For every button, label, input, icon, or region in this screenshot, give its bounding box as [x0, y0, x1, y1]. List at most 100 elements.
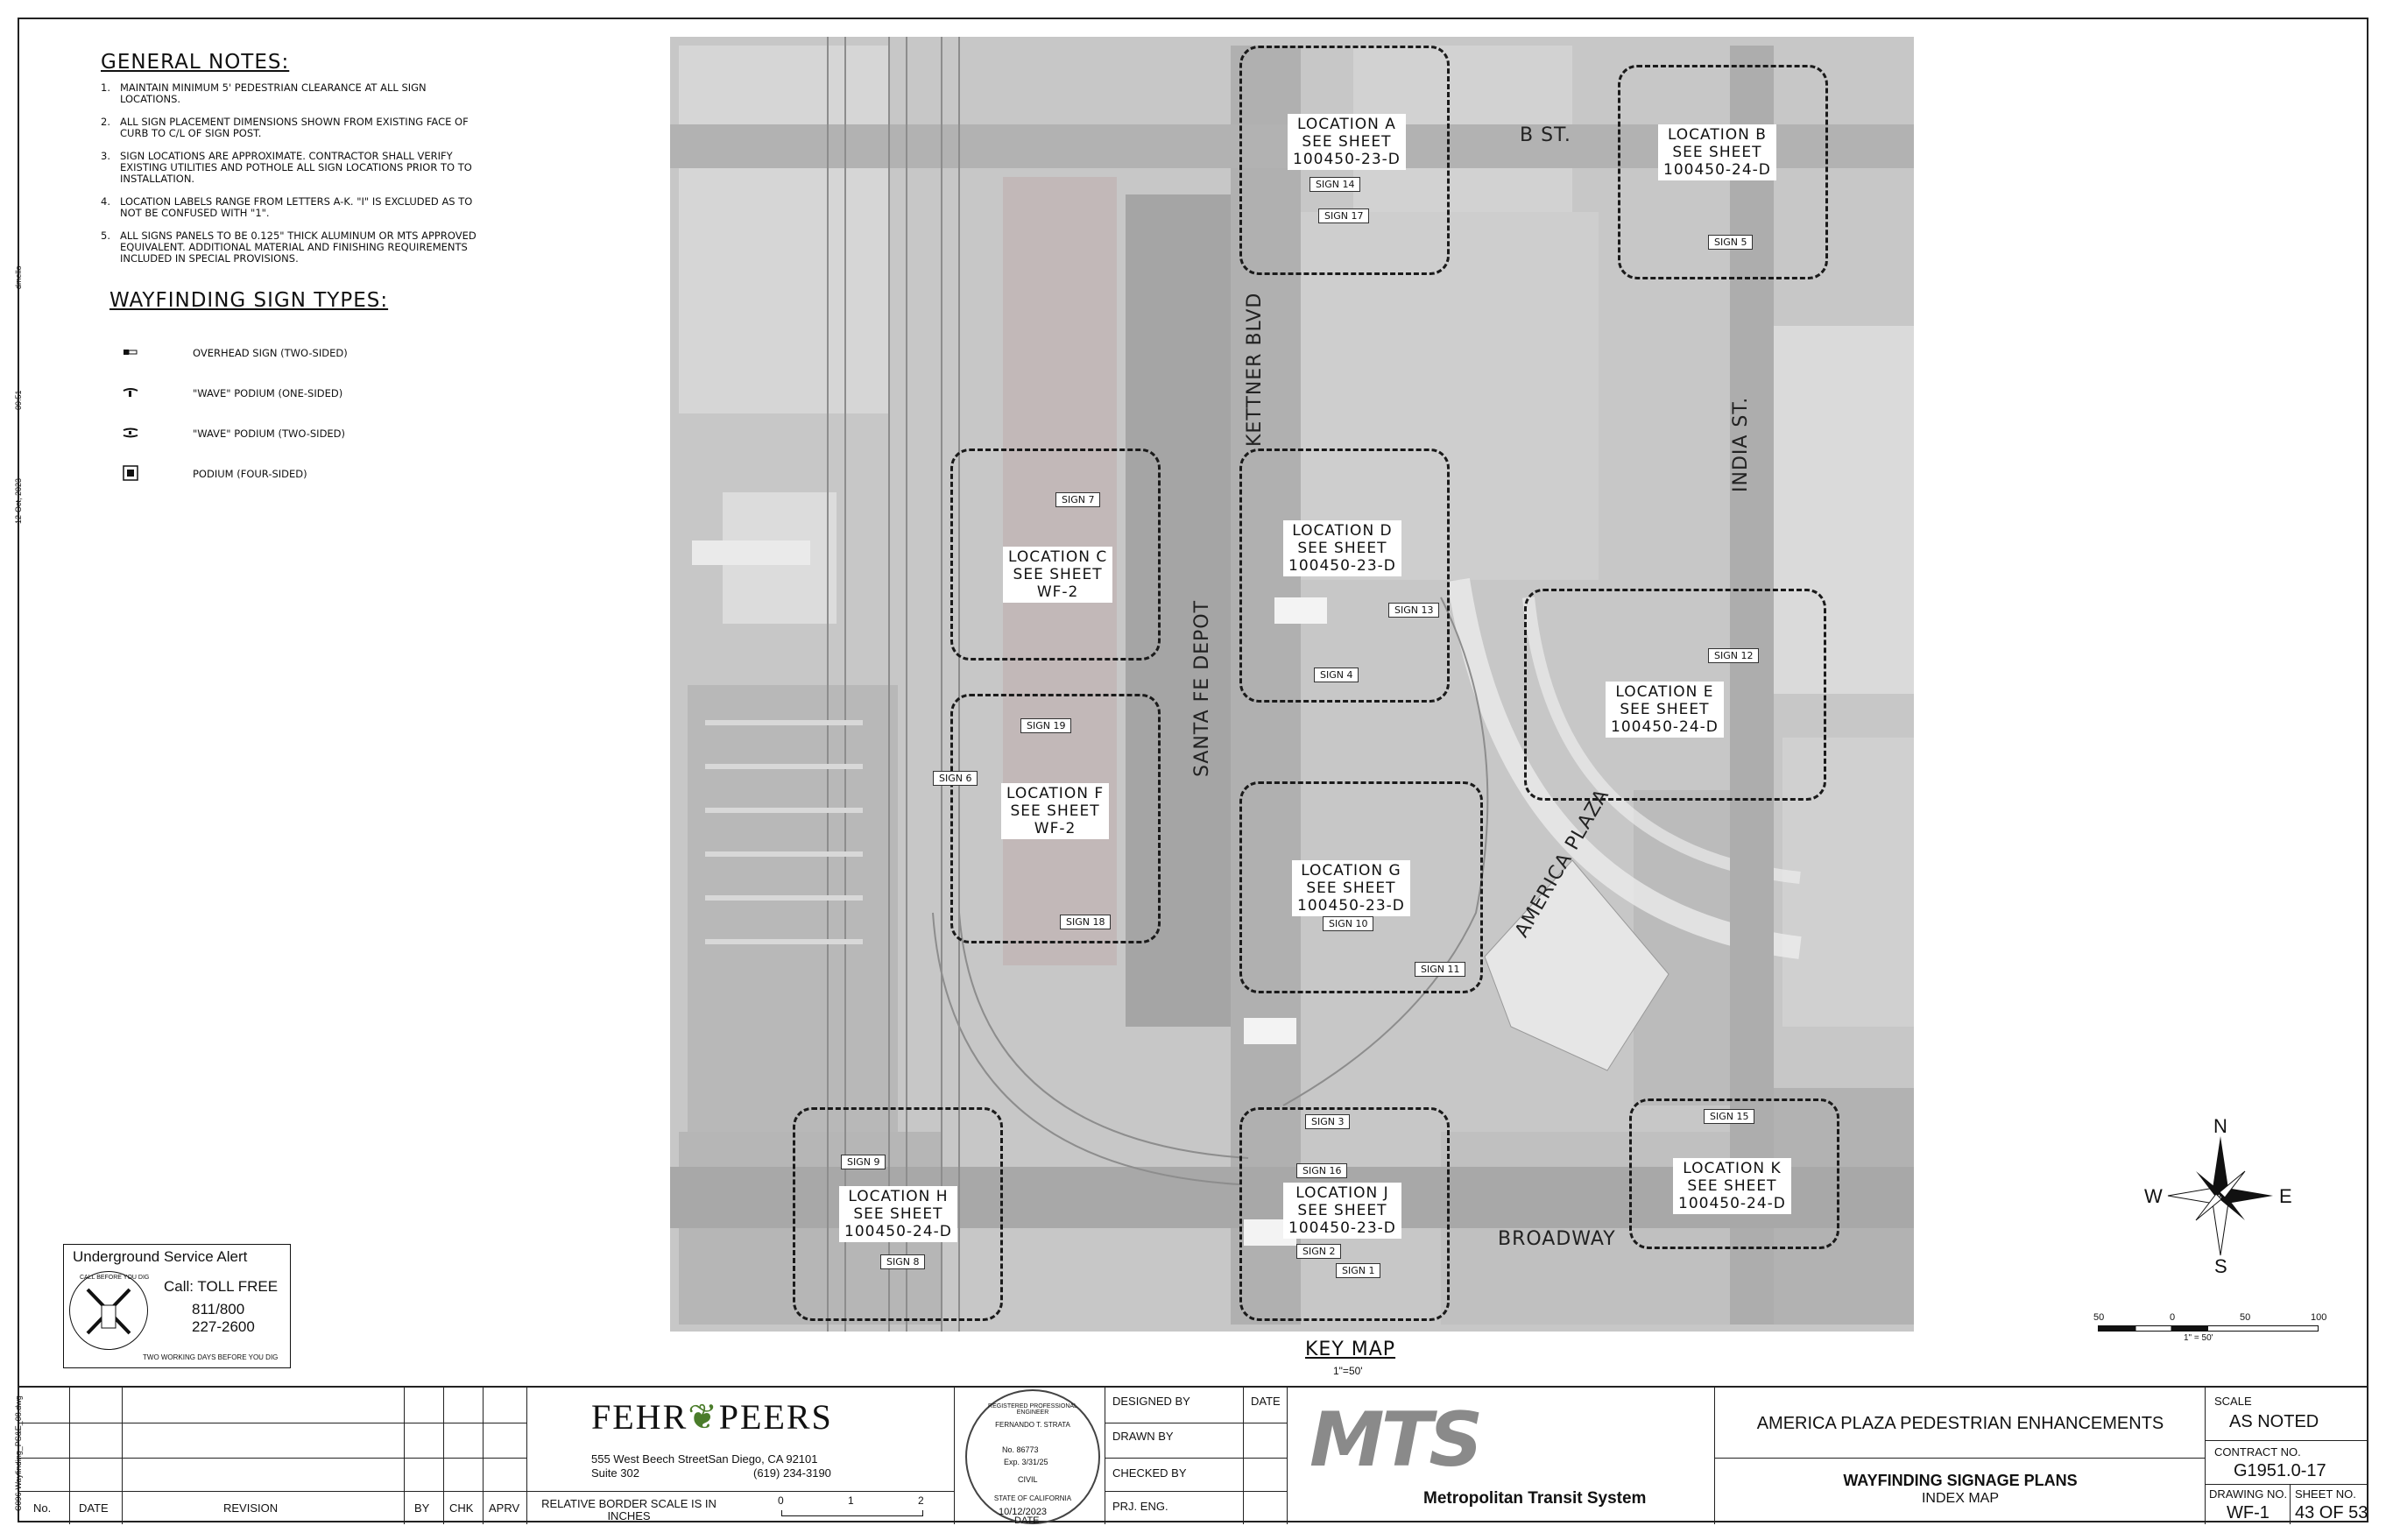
location-f-box	[950, 694, 1161, 943]
drawing-label: DRAWING NO.	[2209, 1487, 2288, 1501]
sign-label: SIGN 3	[1305, 1114, 1351, 1129]
call-before-you-dig-icon	[69, 1271, 148, 1350]
engineer-stamp: REGISTERED PROFESSIONAL ENGINEER FERNAND…	[965, 1389, 1100, 1524]
sign-label: SIGN 6	[933, 771, 978, 786]
location-e-box	[1524, 589, 1826, 801]
rev-header-by: BY	[414, 1501, 430, 1515]
note-item: 2.ALL SIGN PLACEMENT DIMENSIONS SHOWN FR…	[101, 116, 469, 139]
sheet-title: WAYFINDING SIGNAGE PLANS	[1843, 1472, 2078, 1489]
firm-suite: Suite 302	[591, 1466, 639, 1480]
rev-header-chk: CHK	[449, 1501, 474, 1515]
margin-date: 12-Oct, 2023	[14, 477, 23, 524]
date-label: DATE	[1251, 1395, 1281, 1408]
legend-row: "WAVE" PODIUM (TWO-SIDED)	[109, 413, 477, 454]
legend-row: "WAVE" PODIUM (ONE-SIDED)	[109, 373, 477, 413]
sheet-label: SHEET NO.	[2295, 1487, 2356, 1501]
key-map-scale: 1"=50'	[1333, 1365, 1363, 1377]
designed-by-label: DESIGNED BY	[1112, 1395, 1190, 1408]
mts-name: Metropolitan Transit System	[1423, 1489, 1647, 1508]
north-arrow: N S E W	[2137, 1115, 2312, 1277]
sheet-subtitle: INDEX MAP	[1921, 1491, 1999, 1506]
sign-label: SIGN 9	[841, 1155, 886, 1169]
compass-rose-icon	[2167, 1136, 2273, 1256]
rev-header-date: DATE	[79, 1501, 109, 1515]
leaf-icon: ❦	[688, 1397, 719, 1437]
street-india: INDIA ST.	[1730, 396, 1752, 492]
scale-value: AS NOTED	[2229, 1412, 2319, 1431]
sign-label: SIGN 11	[1415, 962, 1466, 977]
rev-header-aprv: APRV	[489, 1501, 520, 1515]
sign-label: SIGN 10	[1323, 916, 1374, 931]
santa-fe-depot: SANTA FE DEPOT	[1191, 599, 1213, 777]
note-item: 3.SIGN LOCATIONS ARE APPROXIMATE. CONTRA…	[101, 150, 472, 185]
mts-logo: MTS	[1309, 1396, 1483, 1484]
contract-label: CONTRACT NO.	[2214, 1445, 2301, 1459]
sign-label: SIGN 16	[1296, 1163, 1348, 1178]
location-c-box	[950, 449, 1161, 661]
drawn-by-label: DRAWN BY	[1112, 1430, 1174, 1443]
general-notes: GENERAL NOTES: 1.MAINTAIN MINIMUM 5' PED…	[101, 51, 486, 276]
rev-header-revision: REVISION	[223, 1501, 279, 1515]
sign-label: SIGN 7	[1055, 492, 1101, 507]
border-scale-bar	[781, 1510, 923, 1516]
firm-logo: FEHR❦PEERS	[591, 1397, 833, 1437]
firm-address: 555 West Beech StreetSan Diego, CA 92101	[591, 1452, 818, 1466]
scale-label: SCALE	[2214, 1395, 2252, 1408]
location-g-box	[1239, 781, 1483, 993]
sign-label: SIGN 5	[1708, 235, 1754, 250]
wave-podium-one-sided-icon	[109, 387, 193, 400]
street-kettner: KETTNER BLVD	[1244, 292, 1266, 447]
firm-phone: (619) 234-3190	[753, 1466, 831, 1480]
sign-label: SIGN 15	[1704, 1109, 1755, 1124]
checked-by-label: CHECKED BY	[1112, 1466, 1187, 1480]
border-scale-note: RELATIVE BORDER SCALE IS IN INCHES	[541, 1497, 717, 1522]
overhead-sign-icon	[109, 347, 193, 359]
sign-label: SIGN 18	[1060, 915, 1112, 929]
location-j-box	[1239, 1107, 1450, 1321]
key-map-title: KEY MAP	[1305, 1339, 1396, 1360]
underground-service-alert: Underground Service Alert CALL BEFORE YO…	[63, 1244, 291, 1368]
podium-four-sided-icon	[109, 464, 193, 484]
sign-label: SIGN 12	[1708, 648, 1760, 663]
margin-time: 09:51	[14, 390, 23, 410]
scale-bar: 50 0 50 100 1" = 50'	[2093, 1312, 2327, 1343]
note-item: 5.ALL SIGNS PANELS TO BE 0.125" THICK AL…	[101, 230, 476, 265]
street-broadway: BROADWAY	[1498, 1228, 1616, 1250]
margin-user: dmello	[14, 265, 23, 289]
note-item: 4.LOCATION LABELS RANGE FROM LETTERS A-K…	[101, 195, 473, 219]
rev-header-no: No.	[33, 1501, 52, 1515]
legend-row: PODIUM (FOUR-SIDED)	[109, 454, 477, 494]
location-b-box	[1618, 65, 1828, 279]
sign-label: SIGN 19	[1020, 718, 1072, 733]
sign-label: SIGN 2	[1296, 1244, 1342, 1259]
legend-row: OVERHEAD SIGN (TWO-SIDED)	[109, 333, 477, 373]
sign-label: SIGN 14	[1309, 177, 1361, 192]
drawing-value: WF-1	[2227, 1503, 2270, 1522]
sign-label: SIGN 17	[1318, 208, 1370, 223]
sign-types-title: WAYFINDING SIGN TYPES:	[109, 289, 389, 312]
location-k-box	[1629, 1098, 1839, 1249]
sign-label: SIGN 1	[1336, 1263, 1381, 1278]
sign-label: SIGN 13	[1388, 603, 1440, 618]
stamp-date: 10/12/2023	[999, 1507, 1048, 1517]
street-b-st: B ST.	[1520, 124, 1571, 146]
sheet-value: 43 OF 53	[2295, 1503, 2368, 1522]
drawing-border	[18, 18, 2368, 1522]
location-d-box	[1239, 449, 1450, 703]
sign-label: SIGN 4	[1314, 668, 1359, 682]
stamp-date-label: DATE	[1014, 1515, 1040, 1526]
sign-types-legend: WAYFINDING SIGN TYPES: OVERHEAD SIGN (TW…	[109, 289, 477, 494]
wave-podium-two-sided-icon	[109, 427, 193, 441]
note-item: 1.MAINTAIN MINIMUM 5' PEDESTRIAN CLEARAN…	[101, 81, 427, 105]
location-h-box	[793, 1107, 1003, 1321]
title-block: No. DATE REVISION BY CHK APRV FEHR❦PEERS…	[18, 1386, 2368, 1526]
